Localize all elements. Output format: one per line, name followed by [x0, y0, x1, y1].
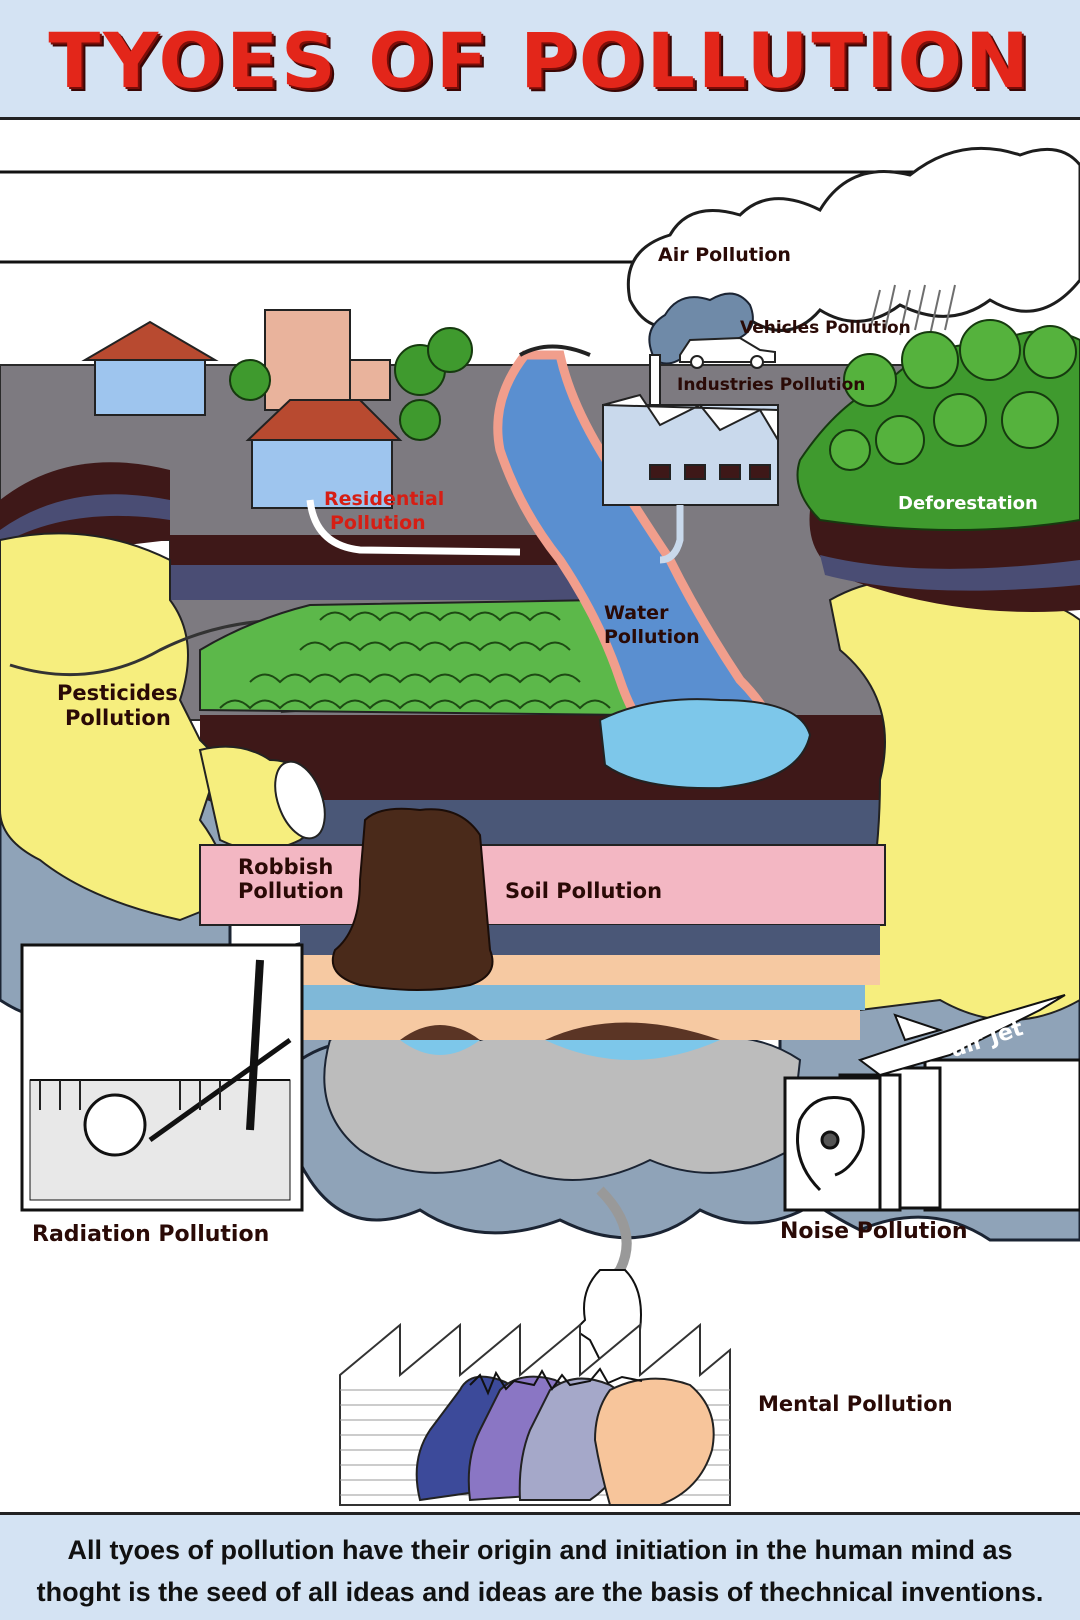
label-robbish-pollution-line1: Robbish — [238, 855, 334, 879]
label-soil-pollution: Soil Pollution — [505, 879, 663, 903]
label-residential-pollution-line2: Pollution — [330, 512, 426, 534]
footer-caption: All tyoes of pollution have their origin… — [10, 1529, 1070, 1613]
footer-line-1: All tyoes of pollution have their origin… — [67, 1535, 1013, 1565]
ear-icon — [796, 1096, 865, 1192]
brainwave — [469, 1367, 643, 1396]
footer-band: All tyoes of pollution have their origin… — [0, 1512, 1080, 1620]
rain-streaks — [869, 284, 956, 336]
poster-title: TYOES OF POLLUTION — [48, 16, 1032, 105]
label-pesticides-pollution-line2: Pollution — [65, 706, 171, 730]
label-vehicles-pollution: Vehicles Pollution — [740, 318, 911, 338]
drain-pipe — [306, 499, 521, 556]
label-residential-pollution-line1: Residential — [324, 488, 445, 510]
residential-trees — [229, 327, 473, 441]
pond — [598, 698, 812, 790]
label-water-pollution-line1: Water — [604, 602, 669, 624]
crop-rows — [219, 611, 611, 710]
heads-group — [415, 1375, 715, 1506]
label-industries-pollution: Industries Pollution — [677, 375, 866, 395]
house-small — [81, 320, 219, 416]
header-band: TYOES OF POLLUTION — [0, 0, 1080, 120]
dish — [274, 760, 326, 840]
pollution-illustration — [0, 146, 1080, 1506]
apartment — [264, 309, 391, 411]
radiation-panel — [20, 943, 304, 1212]
label-noise-pollution: Noise Pollution — [780, 1219, 968, 1244]
rubbish-pile — [331, 807, 494, 991]
bridge — [519, 344, 591, 357]
label-radiation-pollution: Radiation Pollution — [32, 1222, 270, 1247]
noise-panel — [783, 1058, 1080, 1212]
label-water-pollution-line2: Pollution — [604, 626, 700, 648]
house-large — [245, 399, 403, 509]
label-air-pollution: Air Pollution — [658, 244, 791, 266]
forest-trees — [829, 319, 1077, 471]
yellow-hand — [0, 532, 1080, 1021]
factory — [602, 354, 779, 506]
label-robbish-pollution-line2: Pollution — [238, 879, 344, 903]
radiation-fence — [39, 1080, 221, 1110]
pesticide-hose — [9, 618, 291, 677]
label-pesticides-pollution-line1: Pesticides — [57, 681, 178, 705]
factory-outflow — [659, 505, 684, 564]
aquifer — [400, 1022, 720, 1060]
car — [679, 336, 776, 369]
label-mental-pollution: Mental Pollution — [758, 1392, 953, 1416]
jet-icon — [857, 994, 1066, 1077]
footer-line-2: thoght is the seed of all ideas and idea… — [36, 1577, 1044, 1607]
label-deforestation: Deforestation — [898, 493, 1038, 514]
